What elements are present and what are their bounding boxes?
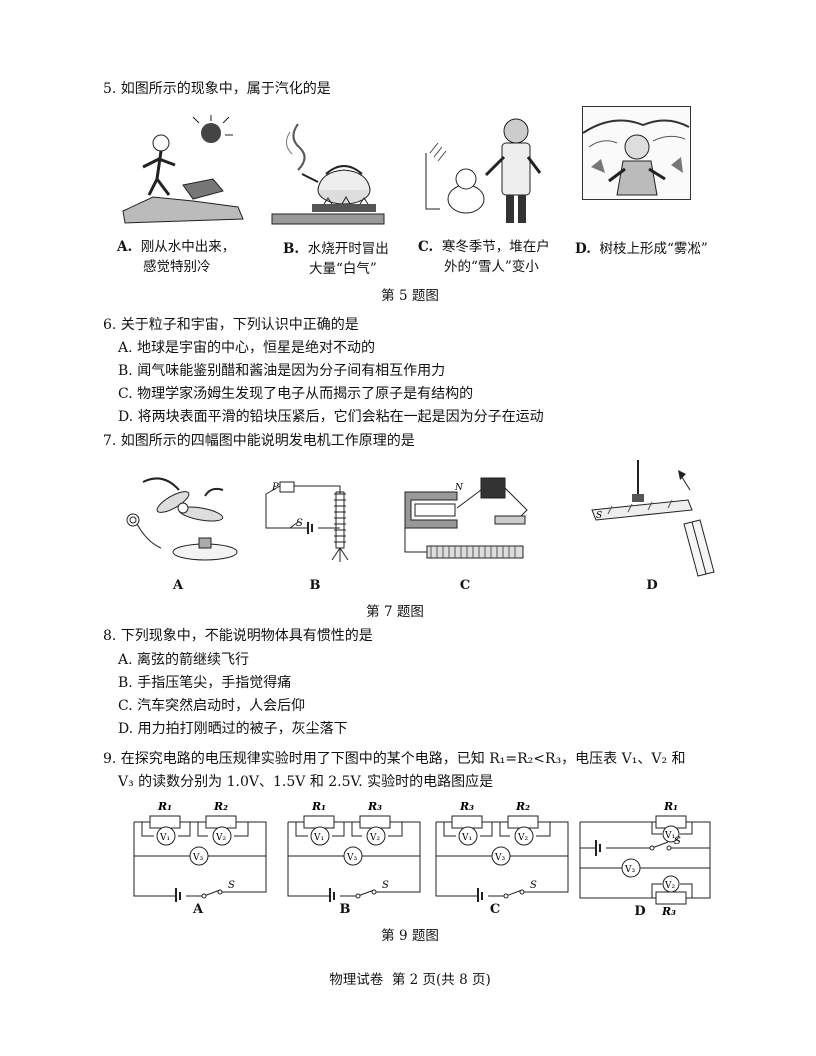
q9-b-v-right: V₂ [369, 833, 380, 843]
q5-option-d: D. 树枝上形成“雾凇” [575, 237, 708, 257]
q5-option-c: C. 寒冬季节，堆在户 外的“雪人”变小 [418, 235, 550, 275]
q5-option-b-line1: 水烧开时冒出 [307, 241, 389, 257]
q9-circuit-c: R₃ R₂ V₁ V₂ V₃ S [430, 792, 574, 904]
q9-d-v-mid: V₃ [624, 865, 635, 875]
q9-a-v-right: V₂ [215, 833, 226, 843]
q9-a-v-left: V₁ [159, 833, 170, 843]
q9-label-b: B [339, 902, 351, 917]
q5-option-a-line1: 刚从水中出来， [140, 239, 236, 255]
q5-figure-caption: 第 5 题图 [381, 288, 439, 304]
q5-option-b: B. 水烧开时冒出 大量“白气” [283, 237, 389, 277]
q5-figure-d [582, 106, 691, 200]
q5-option-d-line1: 树枝上形成“雾凇” [599, 241, 708, 257]
q7-label-d: D [646, 578, 658, 593]
q9-c-v-main: V₃ [494, 853, 505, 863]
q5-option-c-letter: C. [418, 239, 434, 255]
q6-stem: 6. 关于粒子和宇宙，下列认识中正确的是 [103, 317, 359, 333]
q8-option-b: B. 手指压笔尖，手指觉得痛 [118, 675, 292, 691]
q5-option-b-letter: B. [283, 241, 300, 257]
q5-stem: 5. 如图所示的现象中，属于汽化的是 [103, 81, 331, 97]
q5-option-c-line1: 寒冬季节，堆在户 [441, 239, 550, 255]
q9-d-v-bot: V₂ [664, 881, 675, 891]
q7-figure-c: N [395, 470, 545, 570]
q9-label-a: A [192, 902, 204, 917]
q5-figure-b [268, 118, 386, 228]
q9-c-v-left: V₁ [461, 833, 472, 843]
q6-option-d: D. 将两块表面平滑的铅块压紧后，它们会粘在一起是因为分子在运动 [118, 409, 544, 425]
q9-a-v-main: V₃ [192, 853, 203, 863]
page-footer: 物理试卷 第 2 页(共 8 页) [329, 972, 491, 988]
q9-d-switch: S [674, 836, 681, 847]
q9-a-switch: S [228, 880, 235, 891]
q9-a-r-right: R₂ [213, 800, 228, 813]
q9-c-r-right: R₂ [515, 800, 530, 813]
q9-b-switch: S [382, 880, 389, 891]
q9-d-r-top: R₁ [663, 800, 678, 813]
q7-figure-a [113, 462, 243, 572]
q5-option-a-letter: A. [117, 239, 133, 255]
q9-stem-line2: V₃ 的读数分别为 1.0V、1.5V 和 2.5V. 实验时的电路图应是 [118, 774, 494, 790]
q8-option-d: D. 用力拍打刚晒过的被子，灰尘落下 [118, 721, 348, 737]
q5-option-a: A. 刚从水中出来， 感觉特别冷 [117, 235, 235, 275]
q9-label-c: C [489, 902, 501, 917]
q9-c-switch: S [530, 880, 537, 891]
q5-option-a-line2: 感觉特别冷 [143, 259, 211, 275]
q8-option-a: A. 离弦的箭继续飞行 [118, 652, 250, 668]
q7-figure-caption: 第 7 题图 [366, 604, 424, 620]
q9-figure-caption: 第 9 题图 [381, 928, 439, 944]
q7-d-label-s: S [596, 511, 602, 521]
q5-figure-a [113, 115, 245, 227]
q5-option-b-line2: 大量“白气” [309, 261, 377, 277]
q7-label-b: B [309, 578, 321, 593]
q6-option-c: C. 物理学家汤姆生发现了电子从而揭示了原子是有结构的 [118, 386, 474, 402]
q7-figure-b: P S [262, 472, 374, 570]
q9-b-r-left: R₁ [311, 800, 326, 813]
q9-circuit-a: R₁ R₂ V₁ V₂ V₃ S [128, 792, 272, 904]
q8-option-c: C. 汽车突然启动时，人会后仰 [118, 698, 306, 714]
q5-option-c-line2: 外的“雪人”变小 [444, 259, 539, 275]
q9-b-v-main: V₃ [346, 853, 357, 863]
q9-b-v-left: V₁ [313, 833, 324, 843]
q7-b-label-s: S [296, 518, 303, 529]
q7-c-label-n: N [454, 483, 464, 493]
q6-option-b: B. 闻气味能鉴别醋和酱油是因为分子间有相互作用力 [118, 363, 446, 379]
q5-option-d-letter: D. [575, 241, 591, 257]
q7-figure-d: S [588, 460, 720, 578]
q5-figure-c [420, 113, 544, 229]
q7-b-label-p: P [271, 482, 279, 493]
q8-stem: 8. 下列现象中，不能说明物体具有惯性的是 [103, 628, 373, 644]
q9-a-r-left: R₁ [157, 800, 172, 813]
q9-label-d: D [634, 904, 646, 919]
q9-stem-line1: 9. 在探究电路的电压规律实验时用了下图中的某个电路，已知 R₁=R₂<R₃，电… [103, 751, 686, 767]
q9-circuit-b: R₁ R₃ V₁ V₂ V₃ S [282, 792, 426, 904]
q6-option-a: A. 地球是宇宙的中心，恒星是绝对不动的 [118, 340, 376, 356]
q7-label-c: C [459, 578, 471, 593]
q9-b-r-right: R₃ [367, 800, 382, 813]
q7-stem: 7. 如图所示的四幅图中能说明发电机工作原理的是 [103, 433, 415, 449]
q9-d-v-top: V₁ [664, 831, 675, 841]
q9-c-v-right: V₂ [517, 833, 528, 843]
q7-label-a: A [172, 578, 184, 593]
q9-circuit-d: R₁ V₁ S V₃ V₂ R₃ [576, 794, 716, 918]
q9-d-r-bot: R₃ [661, 905, 676, 916]
q9-c-r-left: R₃ [459, 800, 474, 813]
